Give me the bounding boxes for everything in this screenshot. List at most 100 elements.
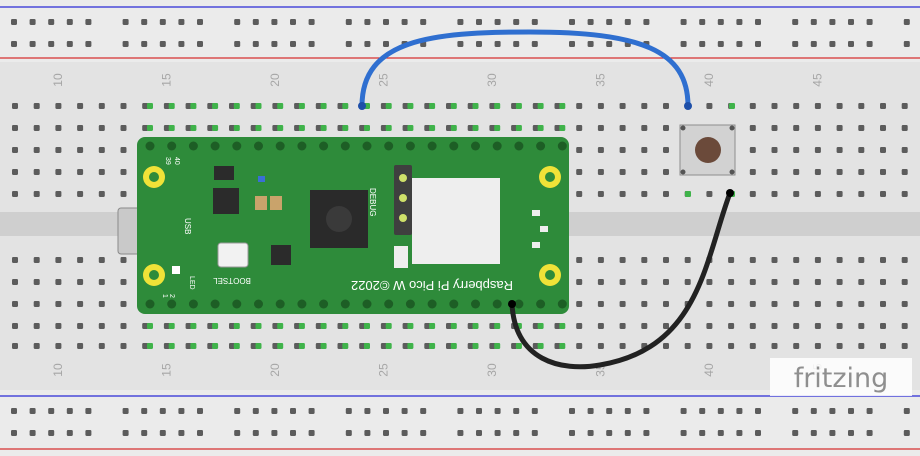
blue-wire-end-1 — [358, 102, 366, 110]
pico-pin-pad — [145, 141, 155, 151]
connected-hole — [342, 323, 349, 329]
connected-hole — [168, 125, 175, 131]
power-rail-hole — [308, 408, 315, 414]
breadboard-hole — [98, 301, 105, 307]
connected-hole — [685, 191, 691, 197]
breadboard-hole — [272, 323, 279, 329]
breadboard-hole — [749, 169, 756, 175]
power-rail-hole — [606, 408, 613, 414]
pico-w-board[interactable]: Raspberry Pi Pico W ©2022 DEBUG USB BOOT… — [117, 137, 569, 314]
power-rail-hole — [85, 408, 92, 414]
connected-hole — [559, 103, 566, 109]
breadboard-hole — [771, 301, 778, 307]
power-rail-hole — [569, 41, 575, 47]
power-rail-hole — [141, 408, 148, 414]
power-rail-hole — [755, 19, 761, 25]
breadboard-hole — [33, 169, 40, 175]
bootsel-button[interactable] — [217, 242, 249, 268]
connected-hole — [212, 323, 219, 329]
breadboard-hole — [749, 191, 756, 197]
breadboard-hole — [33, 103, 40, 109]
breadboard-hole — [663, 103, 669, 109]
connected-hole — [364, 323, 370, 329]
debug-pin-3 — [399, 214, 407, 222]
breadboard-hole — [98, 103, 105, 109]
breadboard-hole — [77, 191, 84, 197]
power-rail-hole — [717, 41, 724, 47]
breadboard-hole — [55, 257, 62, 263]
connected-hole — [537, 103, 544, 109]
connected-hole — [212, 125, 219, 131]
power-rail-hole — [178, 19, 185, 25]
breadboard-hole — [597, 323, 604, 329]
breadboard-hole — [185, 343, 192, 349]
breadboard-hole — [858, 301, 865, 307]
breadboard-hole — [120, 169, 127, 175]
connected-hole — [255, 343, 262, 349]
breadboard-hole — [12, 343, 18, 349]
connected-hole — [147, 343, 153, 349]
connected-hole — [342, 125, 349, 131]
power-rail-hole — [178, 430, 185, 436]
pushbutton[interactable] — [679, 124, 736, 176]
pin-1-label: 1 — [161, 294, 168, 298]
breadboard-hole — [185, 323, 192, 329]
breadboard-hole — [294, 343, 301, 349]
breadboard-hole — [315, 103, 322, 109]
power-rail-hole — [29, 19, 36, 25]
black-wire[interactable] — [509, 190, 733, 370]
breadboard-hole — [467, 343, 474, 349]
connected-hole — [515, 125, 522, 131]
power-rail-hole — [66, 408, 73, 414]
breadboard-hole — [12, 103, 18, 109]
column-number-label: 40 — [702, 73, 716, 87]
breadboard-hole — [901, 279, 908, 285]
power-rail-hole — [680, 430, 687, 436]
breadboard-hole — [858, 279, 865, 285]
breadboard-hole — [315, 343, 322, 349]
breadboard-hole — [142, 323, 149, 329]
breadboard-hole — [771, 323, 778, 329]
pico-pin-pad — [362, 299, 372, 309]
power-rail-hole — [476, 41, 482, 47]
breadboard-hole — [337, 323, 344, 329]
power-rail-hole — [11, 19, 17, 25]
power-rail-hole — [736, 41, 743, 47]
breadboard-hole — [77, 343, 84, 349]
power-rail-hole — [457, 430, 464, 436]
power-rail-hole — [476, 408, 482, 414]
power-rail-hole — [643, 430, 650, 436]
blue-wire[interactable] — [359, 29, 691, 109]
breadboard-hole — [771, 343, 778, 349]
column-number-label: 20 — [268, 73, 282, 87]
power-rail-hole — [513, 408, 520, 414]
breadboard-hole — [207, 343, 214, 349]
breadboard-hole — [359, 343, 366, 349]
pico-pin-pad — [557, 299, 567, 309]
power-rail-hole — [85, 19, 92, 25]
breadboard-hole — [576, 323, 583, 329]
breadboard-hole — [901, 103, 908, 109]
power-rail-hole — [680, 41, 687, 47]
breadboard-hole — [880, 191, 886, 197]
breadboard-hole — [684, 279, 691, 285]
connected-hole — [515, 103, 522, 109]
breadboard-hole — [33, 301, 40, 307]
blue-smd-component — [258, 176, 265, 182]
breadboard-hole — [511, 125, 518, 131]
connected-hole — [494, 323, 501, 329]
breadboard-hole — [120, 301, 127, 307]
breadboard-hole — [858, 147, 865, 153]
breadboard-hole — [33, 279, 40, 285]
breadboard-hole — [467, 103, 474, 109]
breadboard-hole — [641, 301, 648, 307]
breadboard-hole — [684, 323, 691, 329]
breadboard-hole — [489, 323, 496, 329]
breadboard-hole — [337, 343, 344, 349]
breadboard-hole — [185, 103, 192, 109]
power-rail-hole — [531, 430, 538, 436]
power-rail-hole — [587, 430, 594, 436]
breadboard-hole — [12, 169, 18, 175]
breadboard-hole — [880, 343, 886, 349]
